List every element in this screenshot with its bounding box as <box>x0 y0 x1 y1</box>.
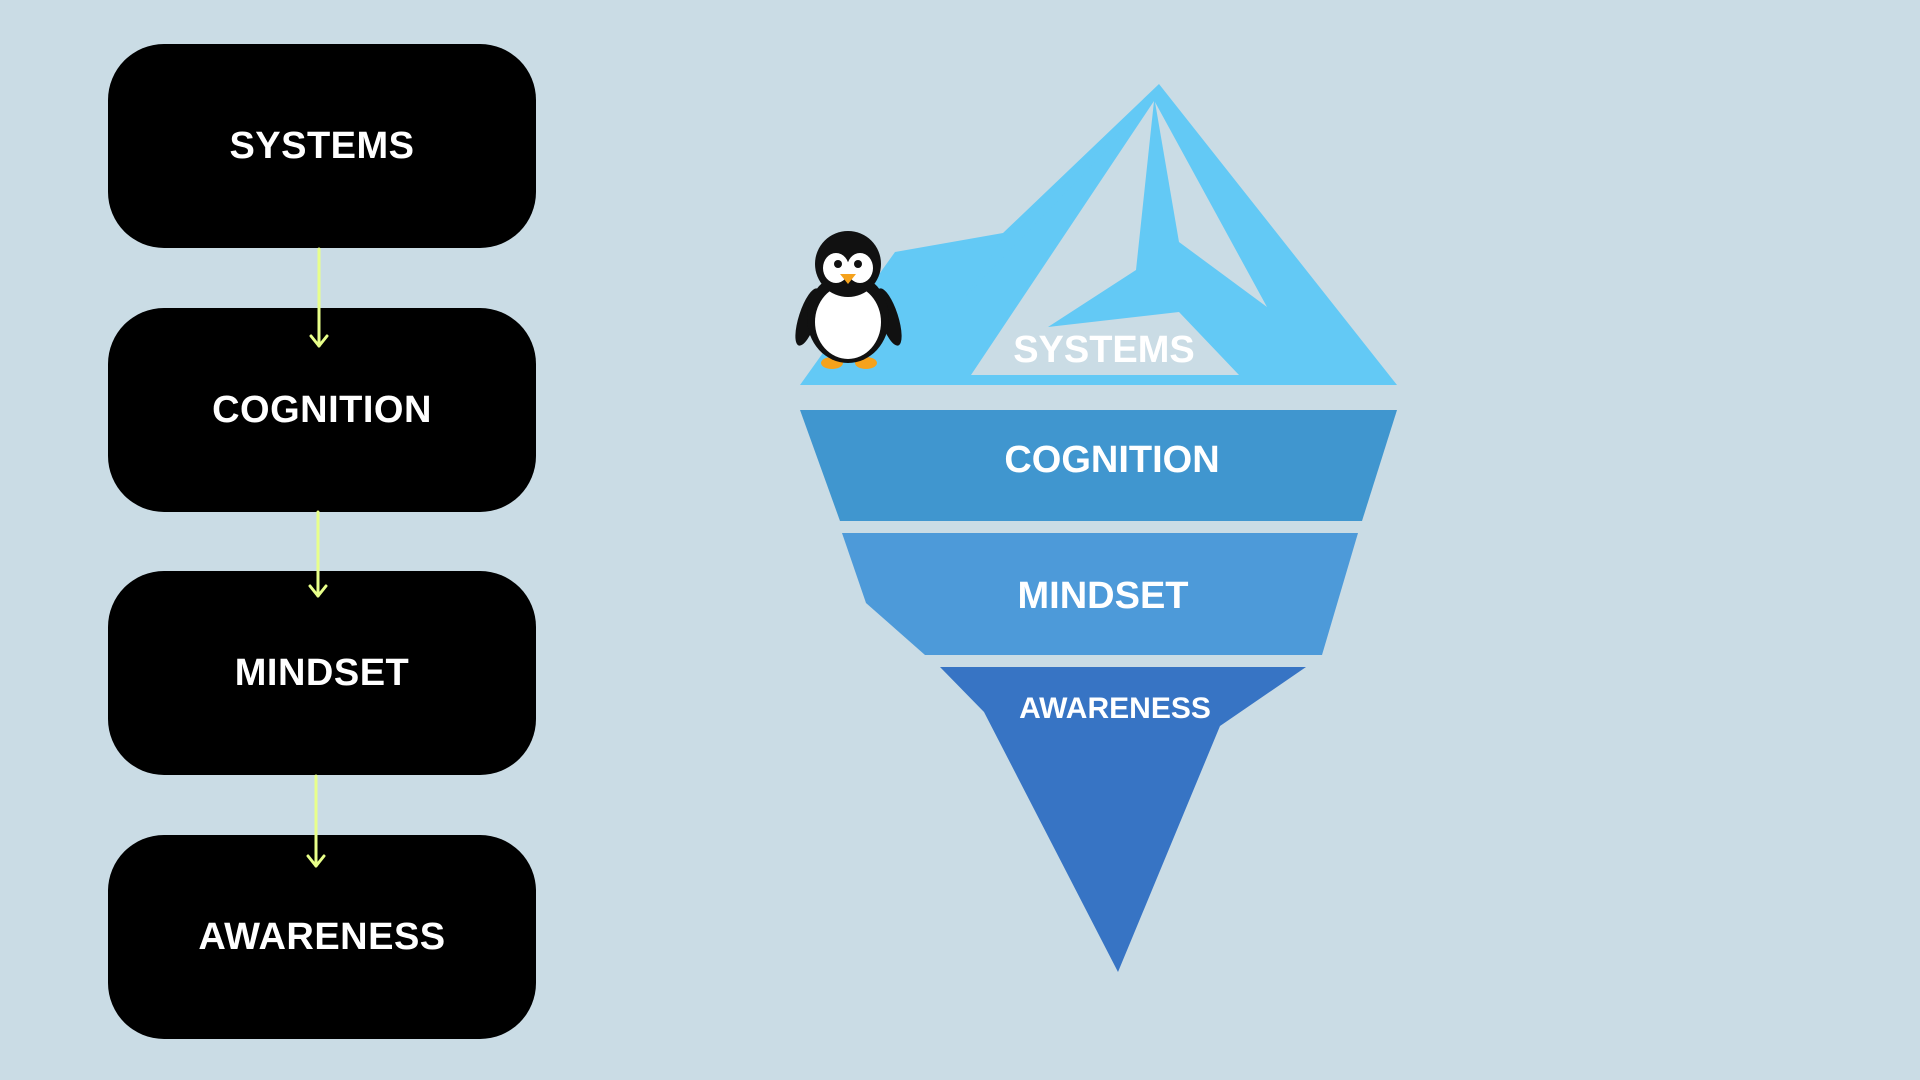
connector-arrow-2 <box>308 510 328 598</box>
iceberg-layer-mindset <box>842 533 1358 655</box>
connector-arrow-3 <box>306 774 326 868</box>
iceberg-label-systems: SYSTEMS <box>1013 329 1195 371</box>
penguin-icon <box>795 231 902 369</box>
iceberg-top <box>800 84 1397 385</box>
iceberg-layer-awareness <box>940 667 1306 972</box>
iceberg-layer-cognition <box>800 410 1397 521</box>
iceberg-label-cognition: COGNITION <box>1004 439 1219 481</box>
iceberg-label-awareness: AWARENESS <box>1019 692 1211 725</box>
iceberg-label-mindset: MINDSET <box>1018 575 1189 617</box>
connector-arrow-1 <box>309 247 329 348</box>
